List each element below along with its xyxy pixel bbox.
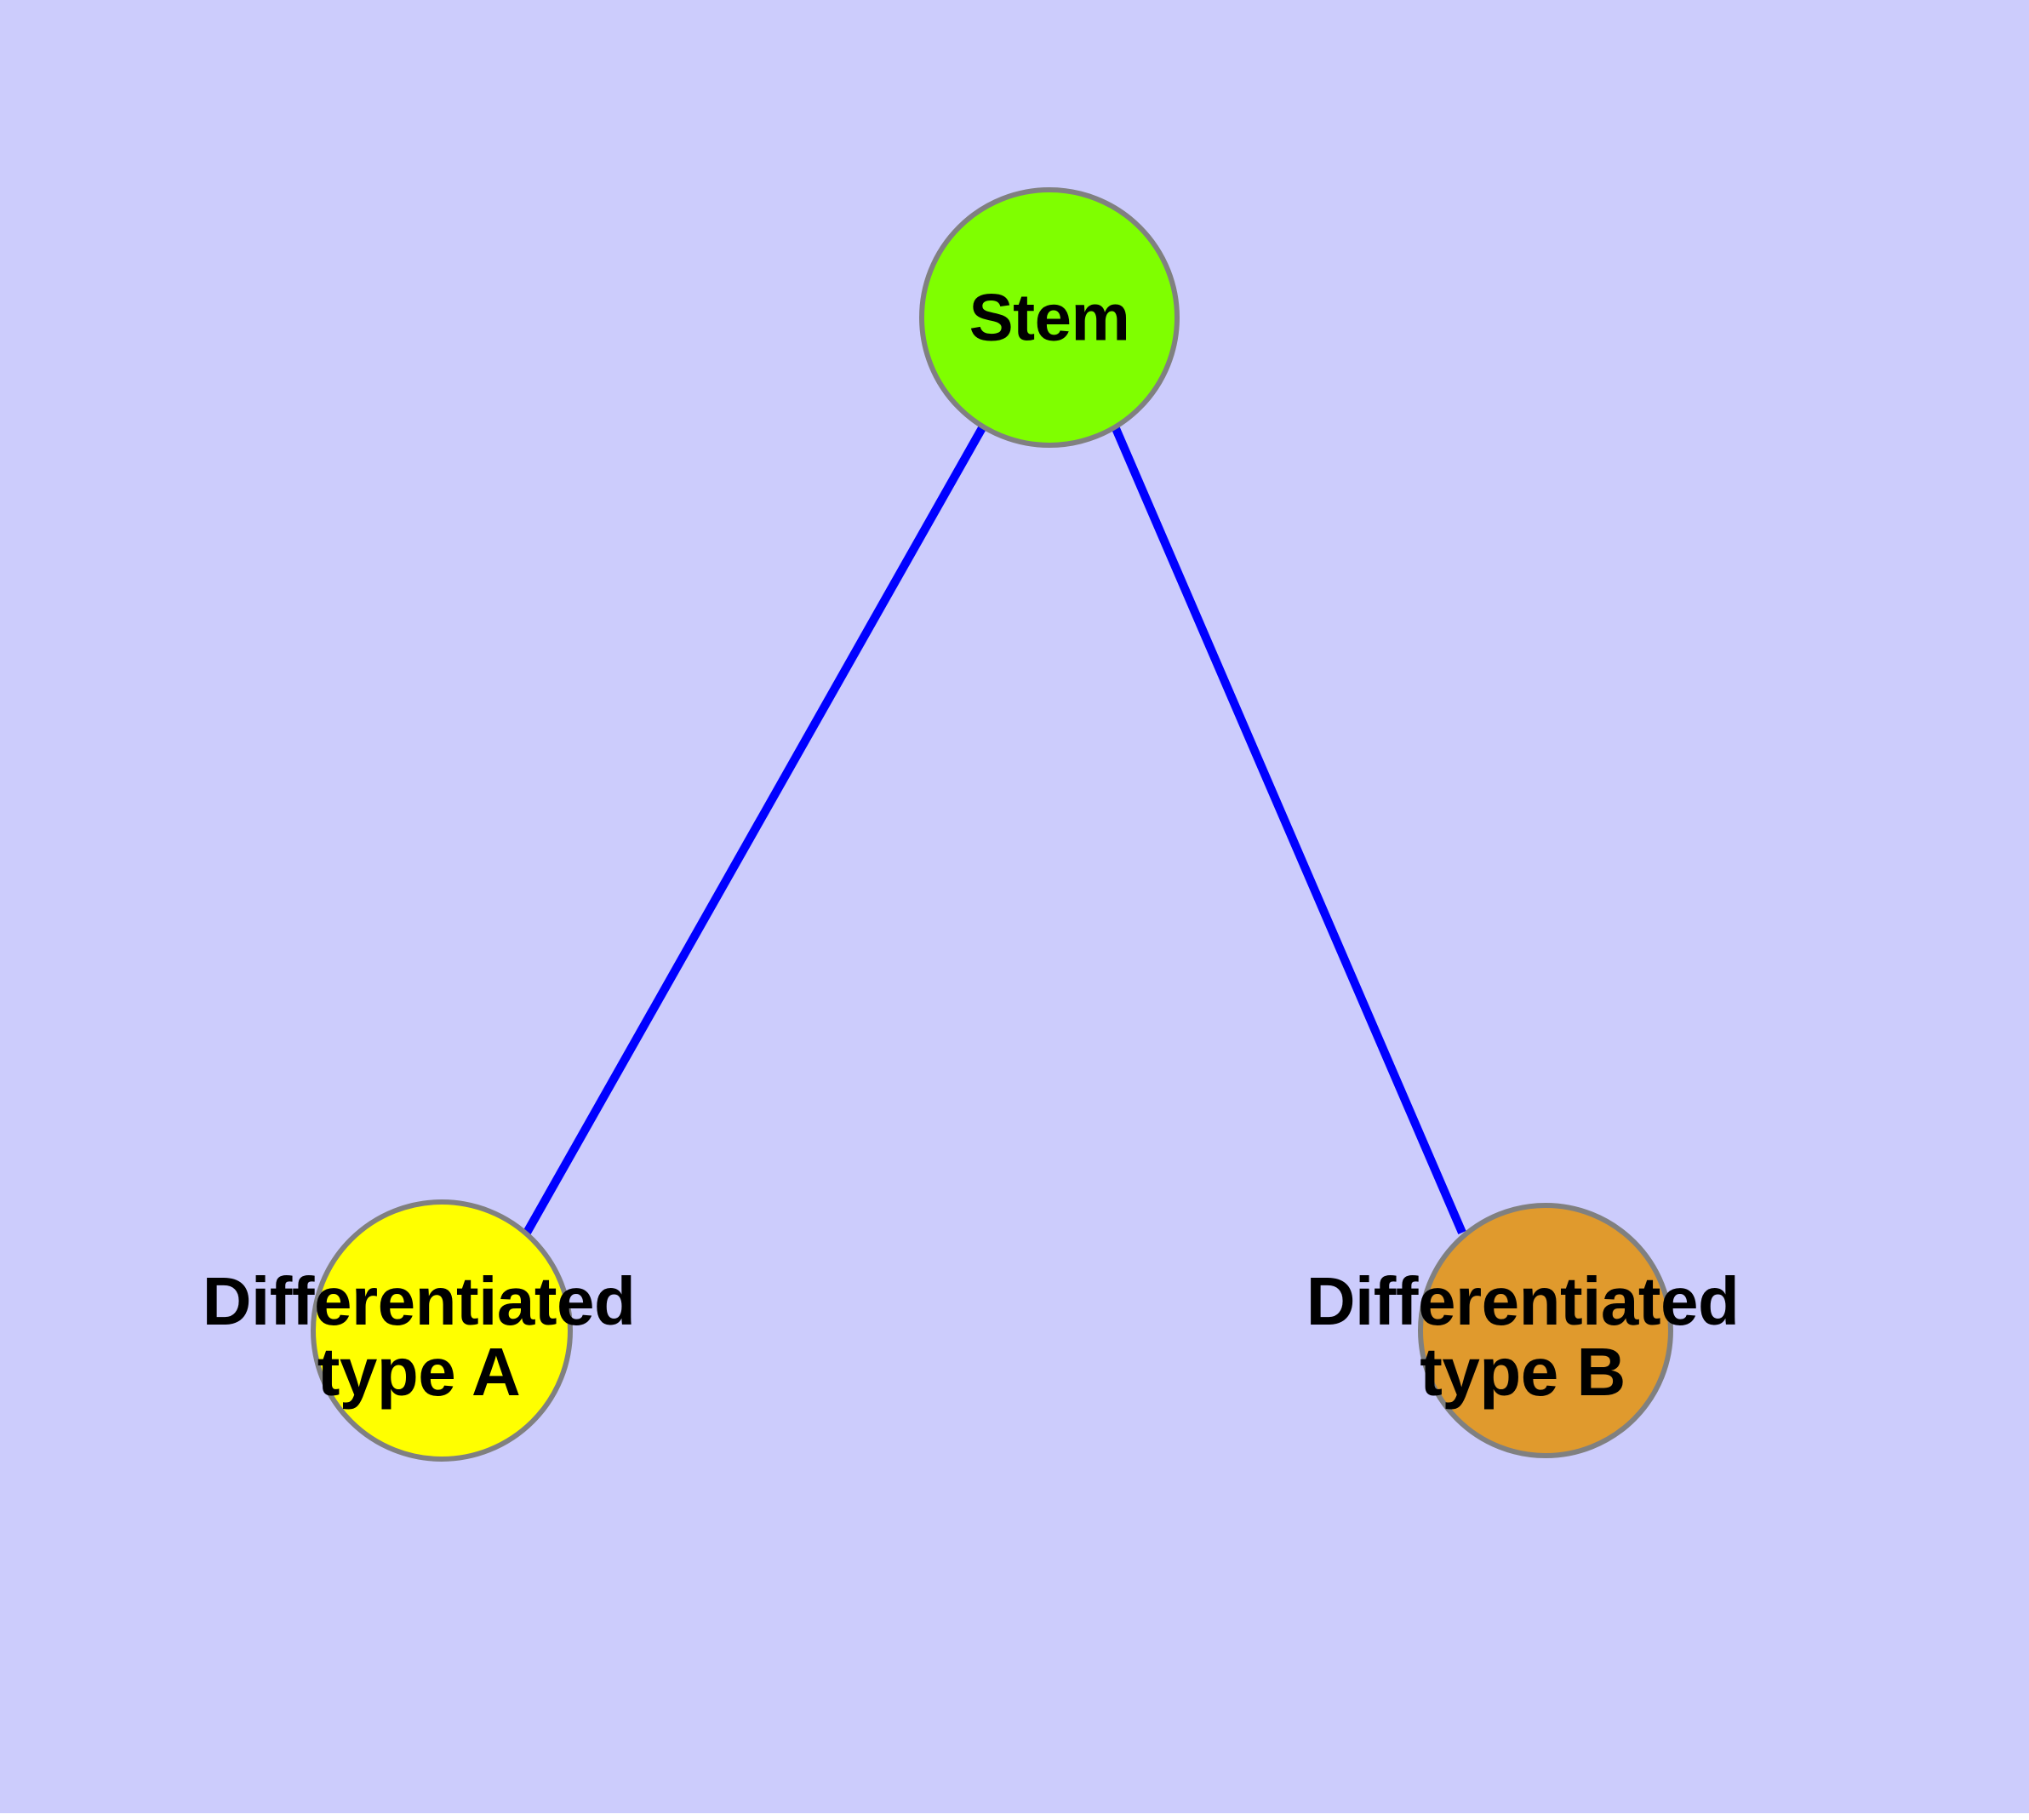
node-stem[interactable] [919, 187, 1180, 448]
node-differentiated-type-b[interactable] [1418, 1203, 1673, 1458]
edge-stem-to-differentiated-type-a [523, 424, 987, 1235]
node-layer [311, 187, 1673, 1462]
edge-stem-to-differentiated-type-b [1111, 425, 1466, 1234]
node-differentiated-type-a[interactable] [311, 1199, 573, 1462]
edge-layer [523, 424, 1466, 1235]
